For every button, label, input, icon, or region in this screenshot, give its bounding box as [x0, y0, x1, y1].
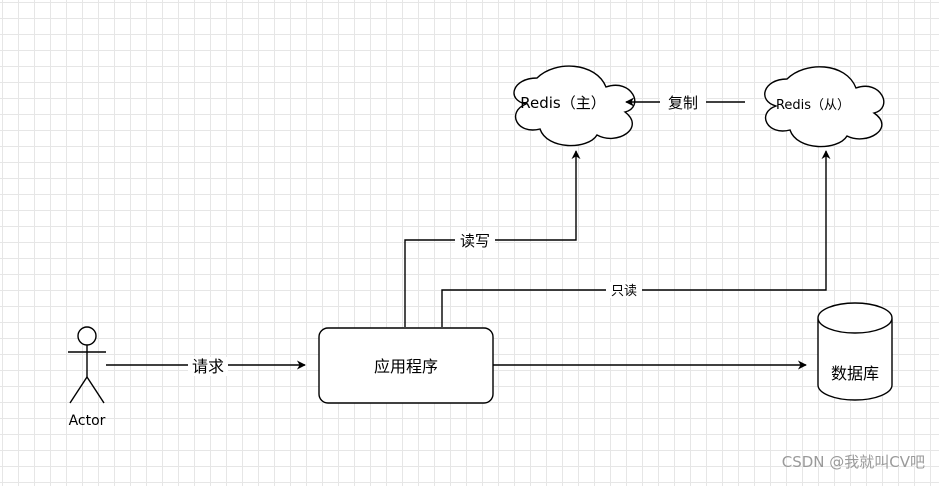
read-write-edge: 读写: [404, 150, 581, 327]
redis-slave-node: Redis（从）: [764, 66, 885, 148]
app-node: 应用程序: [318, 327, 494, 404]
read-write-label-bg: [455, 231, 495, 250]
app-label: 应用程序: [374, 357, 438, 376]
request-edge: 请求: [106, 357, 306, 376]
watermark: CSDN @我就叫CV吧: [781, 453, 925, 471]
database-label: 数据库: [831, 364, 879, 383]
redis-slave-cloud: [764, 66, 885, 148]
read-only-label: 只读: [611, 284, 637, 299]
read-only-arrow: [441, 150, 831, 327]
replicate-label: 复制: [668, 94, 698, 112]
request-label-bg: [188, 357, 228, 376]
read-only-edge: 只读: [441, 150, 831, 327]
redis-slave-label: Redis（从）: [776, 98, 850, 113]
actor-node: Actor: [68, 326, 106, 429]
actor-icon: [68, 326, 106, 404]
database-cylinder: [817, 302, 893, 401]
redis-master-label: Redis（主）: [520, 94, 605, 112]
actor-label: Actor: [69, 413, 106, 429]
database-node: 数据库: [817, 302, 893, 401]
redis-master-cloud: [513, 65, 636, 147]
redis-master-node: Redis（主）: [513, 65, 636, 147]
replicate-label-bg: [660, 93, 706, 112]
replicate-edge: 复制: [625, 93, 745, 112]
read-only-label-bg: [606, 282, 642, 298]
request-label: 请求: [192, 357, 224, 376]
read-write-label: 读写: [460, 232, 490, 250]
